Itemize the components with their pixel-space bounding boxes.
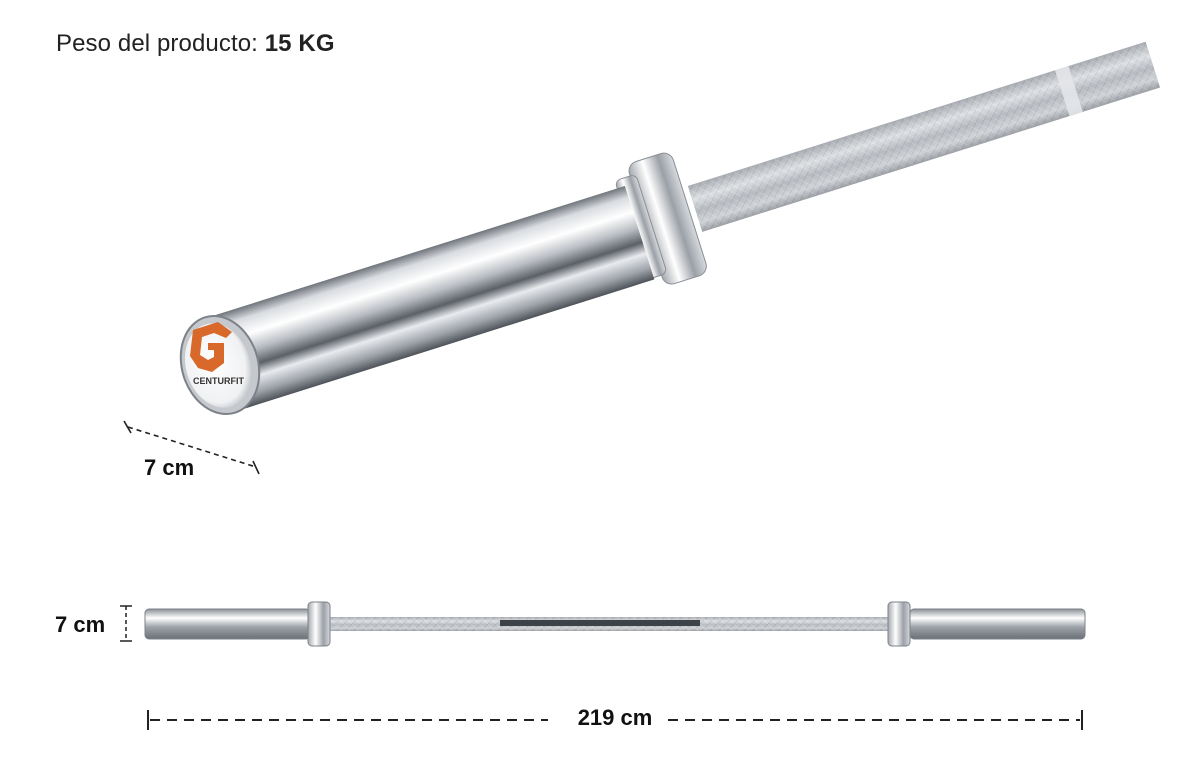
bar-height-dimension-line [120,605,132,642]
bar-closeup [179,41,1161,416]
end-diameter-dimension-line [123,420,260,475]
bar-height-label: 7 cm [55,612,106,637]
logo-wordmark: CENTURFIT [193,376,244,386]
full-bar-sleeve-left [144,608,311,640]
bar-full-view [144,601,1086,647]
product-weight: Peso del producto: 15 KG [56,30,335,58]
helmet-logo-icon [190,322,232,372]
brand-logo: CENTURFIT [190,322,244,386]
weight-label: Peso del producto: [56,30,258,57]
full-bar-collar-right [887,601,911,647]
total-length-label: 219 cm [565,705,665,730]
total-length-label-wrap: 219 cm [0,705,1200,731]
weight-value: 15 KG [264,30,335,57]
total-length-dimension-line [147,710,1083,730]
full-bar-collar-left [307,601,331,647]
sleeve [205,185,655,412]
end-diameter-label: 7 cm [144,455,195,480]
full-bar-sleeve-right [909,608,1086,640]
